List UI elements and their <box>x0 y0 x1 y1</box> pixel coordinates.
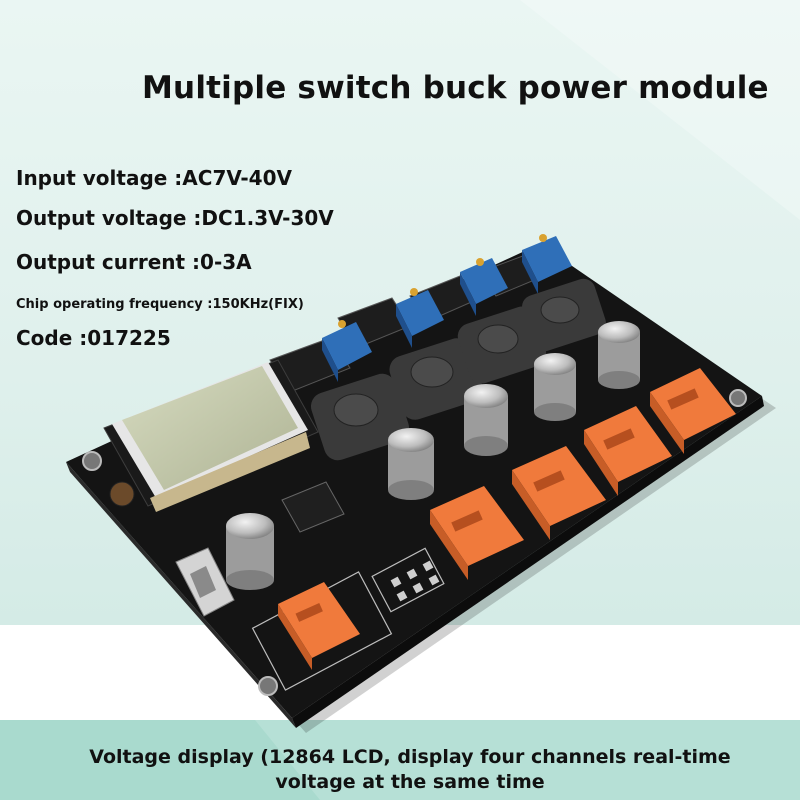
spec-output-voltage: Output voltage :DC1.3V-30V <box>16 206 334 230</box>
caption: Voltage display (12864 LCD, display four… <box>89 746 731 793</box>
spec-input-voltage: Input voltage :AC7V-40V <box>16 166 292 190</box>
orange-output-terminals <box>278 368 736 670</box>
lcd-display <box>103 359 319 512</box>
spec-code: Code :017225 <box>16 326 171 350</box>
blue-trimmer-potentiometers <box>322 234 572 382</box>
slide-switch <box>175 547 235 617</box>
spec-chip-frequency: Chip operating frequency :150KHz(FIX) <box>16 297 304 312</box>
spec-output-current: Output current :0-3A <box>16 250 252 274</box>
electrolytic-capacitors <box>226 321 640 590</box>
mounting-holes <box>82 389 747 696</box>
controller-chip <box>281 481 345 533</box>
page-title: Multiple switch buck power module <box>142 70 769 106</box>
header-pins <box>390 560 440 602</box>
small-inductor <box>109 481 135 507</box>
power-inductors <box>310 278 606 461</box>
